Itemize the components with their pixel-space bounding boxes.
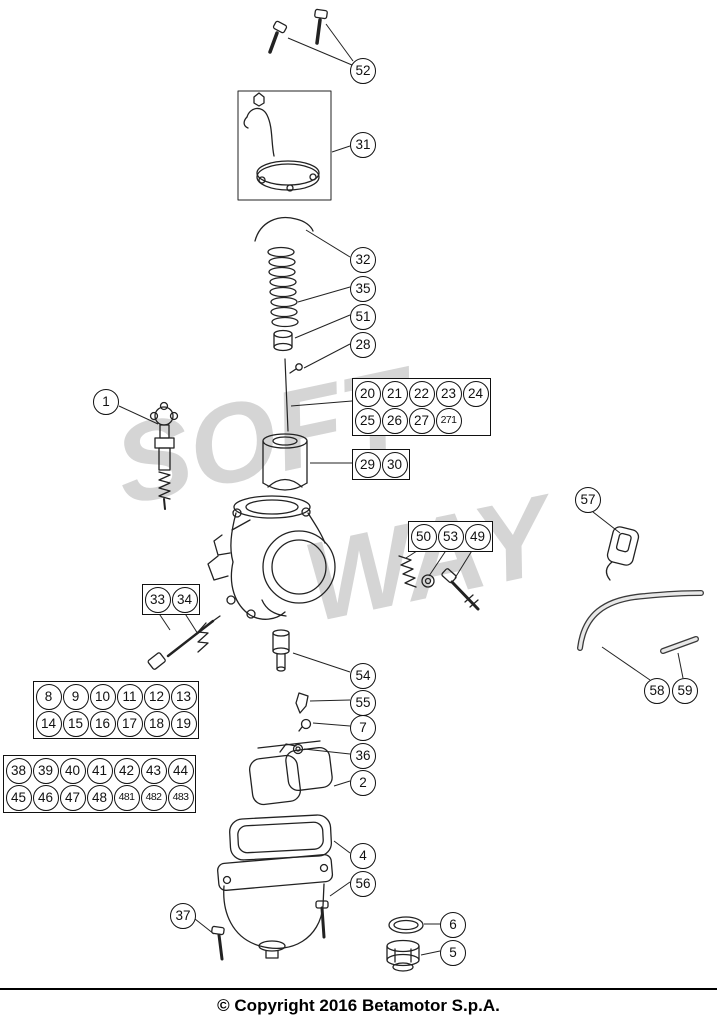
callout-37: 37 (170, 903, 196, 929)
callout-25: 25 (354, 407, 381, 434)
callout-58: 58 (644, 678, 670, 704)
callout-7: 7 (350, 715, 376, 741)
callout-47: 47 (59, 784, 86, 811)
callout-5: 5 (440, 940, 466, 966)
footer-divider (0, 988, 717, 990)
callout-16: 16 (89, 710, 116, 737)
float-needle (295, 692, 309, 714)
callout-24: 24 (462, 380, 489, 407)
callout-28: 28 (350, 332, 376, 358)
throttle-spring (267, 246, 299, 328)
spring-seat (273, 329, 293, 352)
leader-lines (118, 23, 684, 956)
callout-271: 271 (435, 407, 462, 434)
callout-56: 56 (350, 871, 376, 897)
callout-29: 29 (354, 451, 381, 478)
callout-18: 18 (143, 710, 170, 737)
callout-17: 17 (116, 710, 143, 737)
callout-50: 50 (410, 523, 437, 550)
callout-35: 35 (350, 276, 376, 302)
callout-10: 10 (89, 683, 116, 710)
choke-assembly (149, 401, 179, 510)
callout-38: 38 (5, 757, 32, 784)
callout-13: 13 (170, 683, 197, 710)
cable-bracket (605, 526, 640, 581)
callout-39: 39 (32, 757, 59, 784)
callout-23: 23 (435, 380, 462, 407)
throttle-slide (262, 433, 308, 491)
callout-52: 52 (350, 58, 376, 84)
callout-46: 46 (32, 784, 59, 811)
callout-2: 2 (350, 770, 376, 796)
drain-oring (388, 916, 424, 934)
callout-59: 59 (672, 678, 698, 704)
callout-32: 32 (350, 247, 376, 273)
screw-pair-52 (268, 8, 328, 54)
vent-pipes (577, 590, 704, 654)
callout-1: 1 (93, 389, 119, 415)
callout-12: 12 (143, 683, 170, 710)
callout-41: 41 (86, 757, 113, 784)
callout-49: 49 (464, 523, 491, 550)
jet-needle (284, 358, 303, 432)
callout-31: 31 (350, 132, 376, 158)
callout-34: 34 (171, 586, 198, 613)
callout-54: 54 (350, 663, 376, 689)
callout-44: 44 (167, 757, 194, 784)
callout-42: 42 (113, 757, 140, 784)
carburetor-body (207, 495, 336, 620)
callout-55: 55 (350, 690, 376, 716)
callout-26: 26 (381, 407, 408, 434)
callout-45: 45 (5, 784, 32, 811)
retaining-clip (254, 217, 314, 242)
callout-4: 4 (350, 843, 376, 869)
callout-20: 20 (354, 380, 381, 407)
idle-screw (147, 615, 221, 670)
needle-clip (298, 718, 312, 732)
callout-40: 40 (59, 757, 86, 784)
callout-30: 30 (381, 451, 408, 478)
callout-48: 48 (86, 784, 113, 811)
callout-8: 8 (35, 683, 62, 710)
callout-14: 14 (35, 710, 62, 737)
callout-11: 11 (116, 683, 143, 710)
callout-33: 33 (144, 586, 171, 613)
callout-51: 51 (350, 304, 376, 330)
callout-53: 53 (437, 523, 464, 550)
bowl-screws (211, 900, 329, 961)
callout-36: 36 (350, 743, 376, 769)
float-assembly (248, 740, 333, 806)
callout-9: 9 (62, 683, 89, 710)
air-screw-set (398, 555, 480, 611)
watermark-word-2: WAY (294, 470, 570, 646)
callout-483: 483 (167, 784, 194, 811)
needle-jet (272, 629, 290, 672)
copyright-text: © Copyright 2016 Betamotor S.p.A. (217, 996, 500, 1015)
drain-plug (386, 939, 420, 972)
callout-22: 22 (408, 380, 435, 407)
callout-6: 6 (440, 912, 466, 938)
callout-57: 57 (575, 487, 601, 513)
callout-15: 15 (62, 710, 89, 737)
callout-481: 481 (113, 784, 140, 811)
float-bowl (217, 854, 334, 959)
callout-43: 43 (140, 757, 167, 784)
bowl-gasket (229, 814, 333, 861)
callout-482: 482 (140, 784, 167, 811)
callout-19: 19 (170, 710, 197, 737)
callout-21: 21 (381, 380, 408, 407)
top-cover-box (237, 90, 332, 201)
callout-27: 27 (408, 407, 435, 434)
